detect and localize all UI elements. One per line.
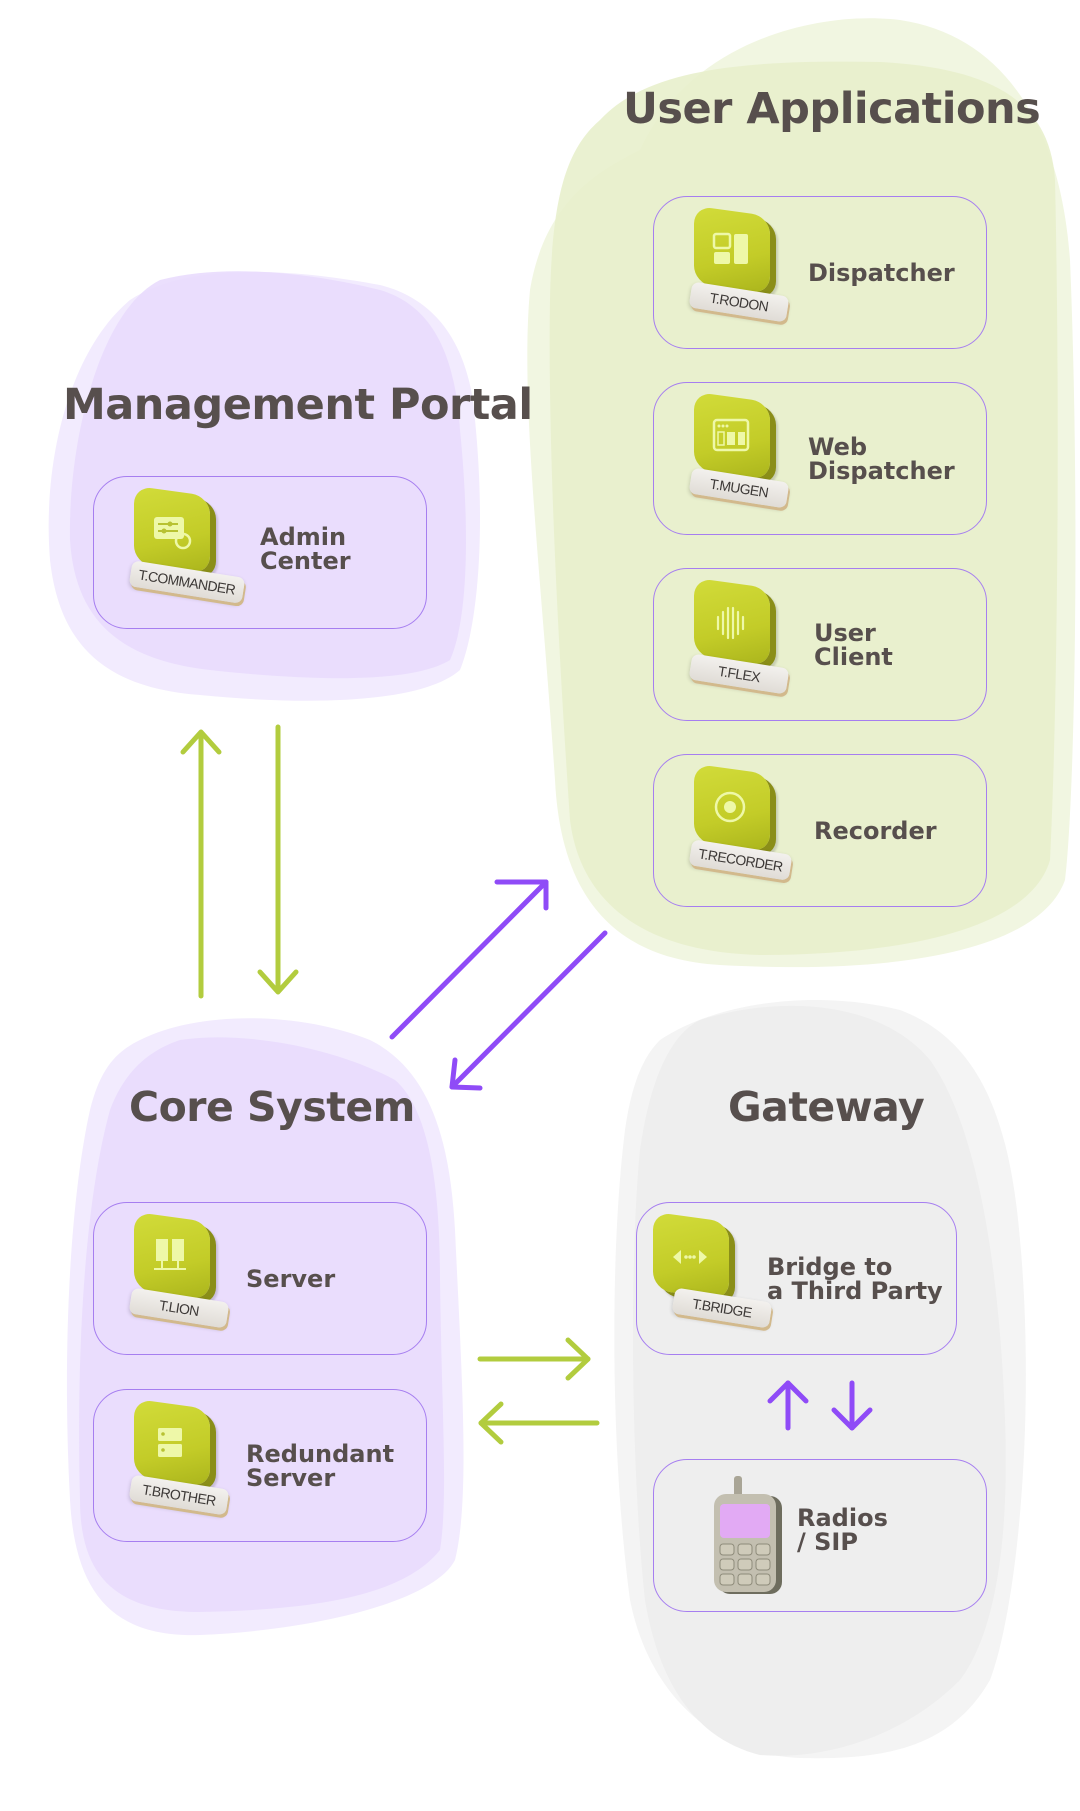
sliders-sync-icon xyxy=(134,485,214,575)
arrow-bridge-to-radios xyxy=(831,1380,873,1431)
redundant-server-card[interactable]: T.BROTHER Redundant Server xyxy=(93,1389,427,1542)
web-dispatcher-card[interactable]: T.MUGEN Web Dispatcher xyxy=(653,382,987,535)
user-applications-blob xyxy=(527,18,1076,968)
user-client-card[interactable]: T.FLEX User Client xyxy=(653,568,987,721)
card-label: Recorder xyxy=(814,817,937,845)
card-label: Bridge to a Third Party xyxy=(767,1253,943,1305)
management-portal-title: Management Portal xyxy=(63,380,533,430)
server-card[interactable]: T.LION Server xyxy=(93,1202,427,1355)
card-label: Admin Center xyxy=(260,523,351,575)
dispatcher-card[interactable]: T.RODON Dispatcher xyxy=(653,196,987,349)
user-applications-title: User Applications xyxy=(623,84,1041,134)
server-rack-icon xyxy=(134,1211,214,1301)
card-label: Web Dispatcher xyxy=(808,433,955,485)
card-label: User Client xyxy=(814,619,893,671)
radio-handset-icon xyxy=(714,1476,782,1594)
arrow-radios-to-bridge xyxy=(767,1380,809,1431)
arrow-user-applications-to-core xyxy=(449,930,608,1091)
bridge-arrows-icon xyxy=(653,1211,733,1301)
server-stack-icon xyxy=(134,1398,214,1488)
arrow-core-to-user-applications xyxy=(389,879,549,1040)
card-label: Server xyxy=(246,1265,336,1293)
dashboard-layout-icon xyxy=(694,205,774,295)
bridge-card[interactable]: T.BRIDGE Bridge to a Third Party xyxy=(636,1202,957,1355)
record-icon xyxy=(694,763,774,853)
arrow-gateway-to-core xyxy=(478,1401,600,1445)
admin-center-card[interactable]: T.COMMANDER Admin Center xyxy=(93,476,427,629)
arrow-core-to-gateway xyxy=(477,1337,591,1381)
arrow-core-to-management xyxy=(180,729,222,999)
recorder-card[interactable]: T.RECORDER Recorder xyxy=(653,754,987,907)
radios-sip-card[interactable]: Radios / SIP xyxy=(653,1459,987,1612)
card-label: Radios / SIP xyxy=(797,1504,888,1556)
card-label: Dispatcher xyxy=(808,259,955,287)
gateway-title: Gateway xyxy=(728,1083,925,1131)
arrow-management-to-core xyxy=(257,724,299,995)
browser-window-icon xyxy=(694,391,774,481)
sound-wave-icon xyxy=(694,577,774,667)
card-label: Redundant Server xyxy=(246,1440,395,1492)
core-system-title: Core System xyxy=(129,1083,415,1131)
